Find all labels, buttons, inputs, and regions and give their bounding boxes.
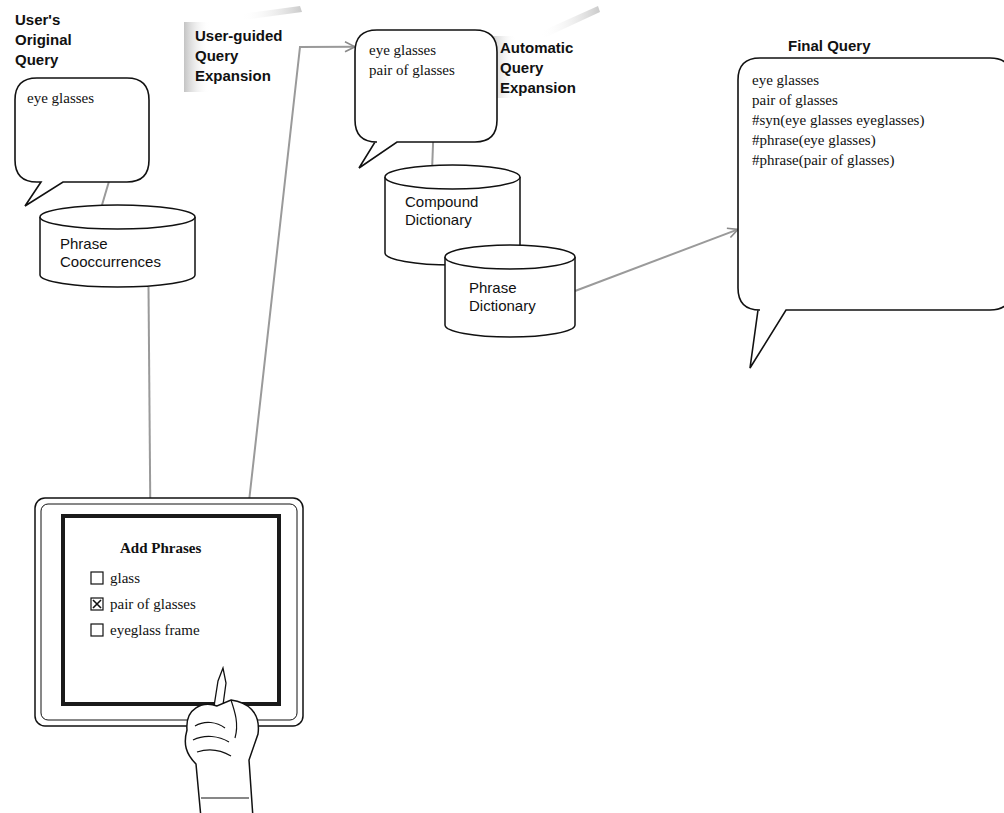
- flow-connector: [575, 229, 738, 291]
- node-text: #syn(eye glasses eyeglasses): [752, 110, 928, 130]
- node-text: Phrase Cooccurrences: [60, 235, 172, 271]
- bubble-outline: [15, 78, 149, 206]
- cylinder-top: [445, 245, 575, 269]
- flow-connector: [431, 142, 434, 165]
- menu-option: pair of glasses: [110, 594, 196, 614]
- speech-bubble: eye glassespair of glasses#syn(eye glass…: [738, 58, 1004, 310]
- hand-stylus: [185, 668, 258, 813]
- screen-panel: Add Phrases glass pair of glasses eyeglass …: [35, 498, 303, 726]
- heading-label: Final Query: [788, 36, 928, 56]
- bubble-outline: [355, 30, 497, 168]
- flow-connector: [102, 182, 109, 205]
- speech-bubble: eye glasses: [15, 78, 149, 182]
- node-text: Phrase Dictionary: [469, 279, 557, 315]
- node-text: eye glasses: [369, 40, 497, 60]
- arrow-shading: [240, 6, 302, 20]
- cylinder-top: [40, 205, 195, 229]
- node-text: Compound Dictionary: [405, 193, 500, 229]
- monitor-frame: [35, 498, 303, 726]
- flow-connector: [249, 47, 355, 498]
- bubble-outline: [738, 58, 1004, 368]
- node-text: pair of glasses: [369, 60, 497, 80]
- node-text: #phrase(eye glasses): [752, 130, 1004, 150]
- menu-option: eyeglass frame: [110, 620, 200, 640]
- flow-connector: [149, 287, 151, 498]
- node-text: #phrase(pair of glasses): [752, 150, 1004, 170]
- menu-title: Add Phrases: [120, 538, 201, 558]
- database-cylinder: Phrase Dictionary: [445, 245, 575, 337]
- node-text: eye glasses: [752, 70, 1004, 90]
- heading-label: User's Original Query: [15, 10, 87, 70]
- node-text: pair of glasses: [752, 90, 1004, 110]
- expansion-label: User-guided Query Expansion: [195, 26, 295, 86]
- checkbox: [91, 572, 103, 584]
- monitor-bezel: [41, 504, 297, 720]
- checkbox: [91, 598, 103, 610]
- expansion-label: Automatic Query Expansion: [500, 38, 588, 98]
- database-cylinder: Phrase Cooccurrences: [40, 205, 195, 287]
- speech-bubble: eye glassespair of glasses: [355, 30, 497, 142]
- checkbox-mark: [93, 600, 101, 608]
- node-text: eye glasses: [27, 88, 149, 108]
- menu-option: glass: [110, 568, 140, 588]
- cylinder-top: [385, 165, 520, 189]
- arrow-shading: [540, 6, 600, 38]
- screen-area: [63, 516, 279, 704]
- checkbox: [91, 624, 103, 636]
